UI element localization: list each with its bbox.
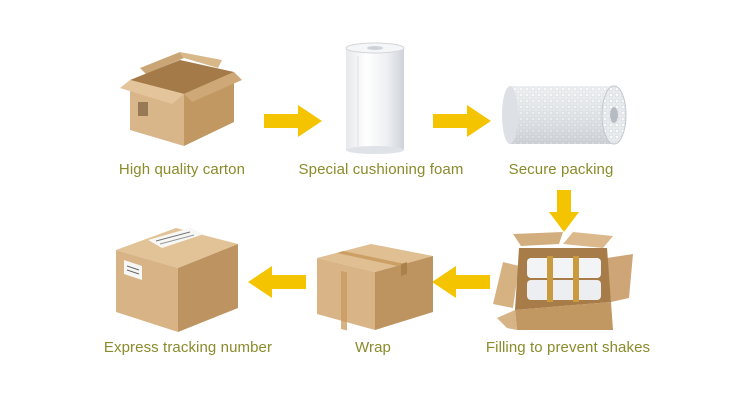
step-express-tracking-number (112, 222, 242, 334)
foam-roll-icon (345, 42, 405, 154)
step-high-quality-carton (118, 44, 246, 149)
label-wrap: Wrap (355, 339, 391, 356)
label-filling-to-prevent-shakes: Filling to prevent shakes (485, 339, 651, 356)
label-secure-packing: Secure packing (508, 161, 614, 178)
arrow-right-icon (433, 105, 491, 137)
arrow-left-icon (432, 266, 490, 298)
box-with-rolls-icon (493, 232, 633, 330)
taped-box-icon (317, 244, 433, 331)
step-wrap (313, 240, 437, 332)
step-secure-packing (500, 80, 632, 150)
arrow-left-icon (248, 266, 306, 298)
label-high-quality-carton: High quality carton (118, 161, 246, 178)
arrow-down-icon (549, 190, 579, 232)
arrow-right-icon (264, 105, 322, 137)
step-special-cushioning-foam (340, 42, 410, 154)
cardboard-box-open-icon (120, 52, 242, 146)
labeled-box-icon (116, 228, 238, 332)
bubble-wrap-roll-icon (502, 85, 627, 145)
label-special-cushioning-foam: Special cushioning foam (298, 161, 464, 178)
step-filling-to-prevent-shakes (493, 232, 639, 332)
label-express-tracking-number: Express tracking number (103, 339, 273, 356)
